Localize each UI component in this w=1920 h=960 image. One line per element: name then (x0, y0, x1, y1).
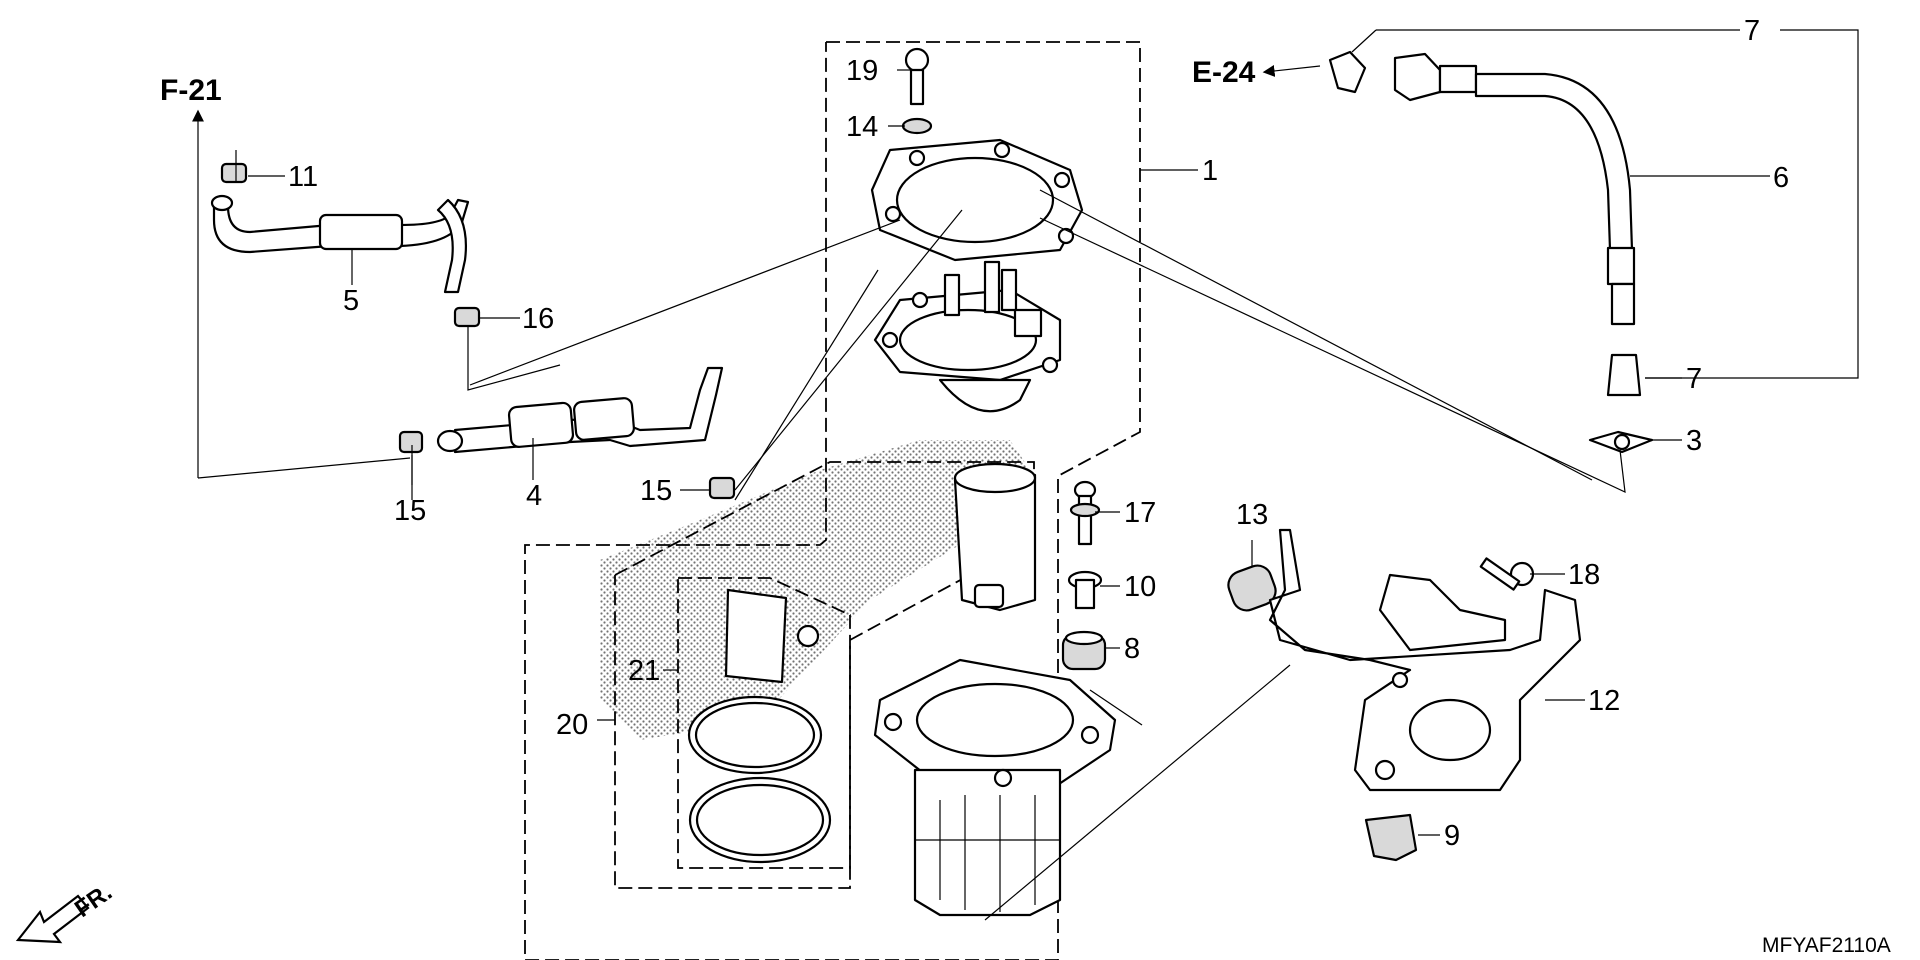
filter-cylinder (953, 462, 1037, 612)
callout-11: 11 (288, 161, 318, 193)
o-rings (687, 695, 832, 864)
callout-18: 18 (1568, 559, 1600, 591)
hose-5 (210, 194, 470, 294)
callout-15a: 15 (394, 495, 426, 527)
clamp-16 (453, 306, 481, 328)
callout-3: 3 (1686, 425, 1702, 457)
callout-4: 4 (526, 480, 542, 512)
washer-14 (901, 117, 933, 135)
gasket-plate (870, 138, 1084, 262)
callout-7b: 7 (1686, 363, 1702, 395)
shading-region (600, 440, 1030, 740)
callout-20: 20 (556, 709, 588, 741)
callout-10: 10 (1124, 571, 1156, 603)
callout-14: 14 (846, 111, 878, 143)
hose-6 (1393, 52, 1636, 326)
front-arrow: FR. (15, 879, 117, 944)
clamp-11 (220, 162, 248, 184)
pump-base (873, 658, 1117, 917)
grommet-9 (1364, 813, 1418, 862)
group-box-21 (677, 577, 851, 869)
callout-19: 19 (846, 55, 878, 87)
collar-10 (1067, 570, 1103, 610)
rubber-8 (1061, 630, 1107, 671)
ref-e24: E-24 (1192, 56, 1256, 89)
leader-lines (248, 29, 1859, 921)
clamp-15b (708, 476, 736, 500)
ref-f21: F-21 (160, 74, 222, 107)
pump-top (873, 260, 1062, 413)
callout-9: 9 (1444, 820, 1460, 852)
clip-7 (1606, 353, 1642, 397)
connector-e24 (1328, 50, 1367, 94)
group-box-1 (524, 41, 1141, 960)
cap-3 (1588, 430, 1654, 454)
callout-7a: 7 (1744, 15, 1760, 47)
callout-15b: 15 (640, 475, 672, 507)
bolt-19 (904, 47, 930, 106)
callout-13: 13 (1236, 499, 1268, 531)
bolt-17 (1069, 480, 1101, 546)
callout-6: 6 (1773, 162, 1789, 194)
callout-21: 21 (628, 655, 660, 687)
clamp-15a (398, 430, 424, 454)
group-box-20 (614, 461, 1035, 889)
filter-plate (724, 588, 820, 684)
callout-1: 1 (1202, 155, 1218, 187)
hose-4 (436, 366, 724, 454)
grommet-13 (1227, 564, 1277, 612)
diagram-code: MFYAF2110A (1762, 934, 1891, 957)
callout-12: 12 (1588, 685, 1620, 717)
callout-5: 5 (343, 285, 359, 317)
callout-17: 17 (1124, 497, 1156, 529)
callout-16: 16 (522, 303, 554, 335)
bracket-12 (1268, 528, 1582, 792)
callout-8: 8 (1124, 633, 1140, 665)
bolt-18 (1479, 557, 1535, 591)
